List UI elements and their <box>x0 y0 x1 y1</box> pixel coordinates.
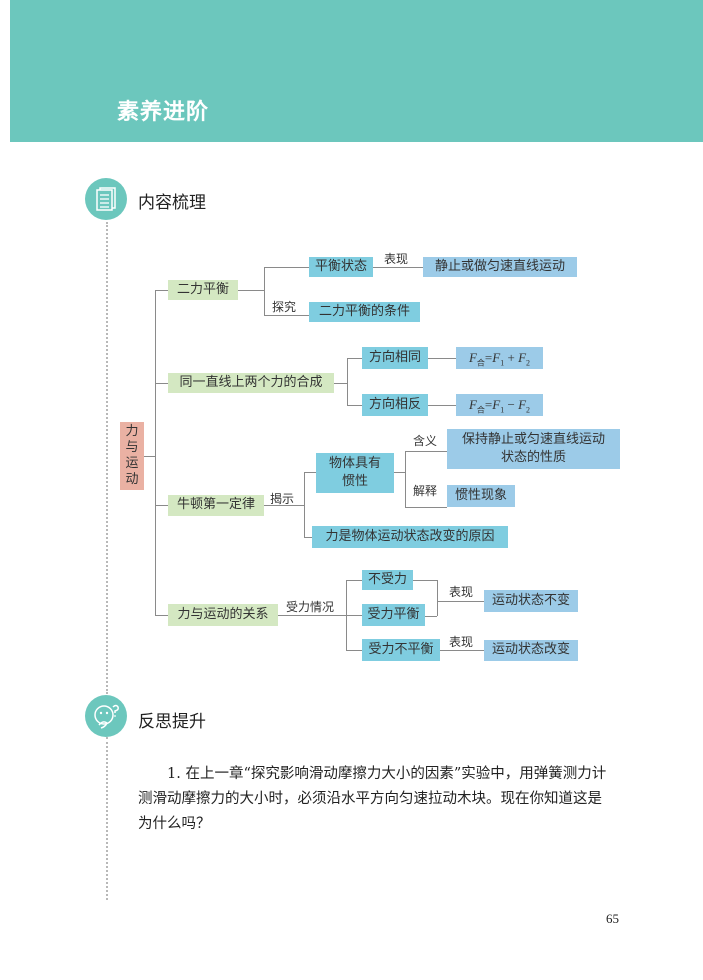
formula-symbol: F <box>518 397 527 412</box>
connector <box>347 358 362 359</box>
connector <box>413 580 437 581</box>
node-objects-have-inertia: 物体具有 惯性 <box>316 453 394 493</box>
connector <box>346 580 362 581</box>
node-line: 保持静止或匀速直线运动 <box>461 432 605 447</box>
connector <box>334 383 347 384</box>
node-unbalanced-forces: 受力不平衡 <box>362 639 440 661</box>
connector <box>405 507 447 508</box>
node-no-force: 不受力 <box>362 570 413 590</box>
formula-subscript: 2 <box>526 405 531 415</box>
node-equilibrium-state: 平衡状态 <box>309 257 373 277</box>
connector <box>304 472 305 537</box>
connector <box>155 615 168 616</box>
node-line: 物体具有 <box>328 456 381 471</box>
thinking-face-icon <box>85 695 127 737</box>
connector <box>155 290 168 291</box>
edge-label: 受力情况 <box>286 600 335 614</box>
banner-title: 素养进阶 <box>117 99 210 125</box>
question-1: 1. 在上一章“探究影响滑动摩擦力大小的因素”实验中，用弹簧测力计测滑动摩擦力的… <box>138 766 607 832</box>
connector <box>264 267 265 315</box>
connector <box>264 505 304 506</box>
leaf-inertia-meaning: 保持静止或匀速直线运动 状态的性质 <box>447 429 620 469</box>
edge-label: 含义 <box>413 434 438 448</box>
formula-subscript: 合 <box>476 405 485 415</box>
formula-subscript: 1 <box>500 405 505 415</box>
edge-label: 表现 <box>384 252 409 266</box>
connector <box>437 580 438 616</box>
section-title-content-review: 内容梳理 <box>138 193 206 213</box>
branch-force-motion-relation: 力与运动的关系 <box>168 604 278 626</box>
leaf-motion-unchanged: 运动状态不变 <box>484 590 578 612</box>
connector <box>405 451 406 507</box>
connector <box>304 537 312 538</box>
formula-operator: + <box>507 350 515 365</box>
edge-label: 探究 <box>272 300 297 314</box>
formula-subscript: 2 <box>526 358 531 368</box>
mindmap-root: 力与运动 <box>120 422 144 490</box>
formula-symbol: F <box>492 350 501 365</box>
connector <box>346 580 347 650</box>
edge-label: 表现 <box>449 585 474 599</box>
page-number: 65 <box>606 911 619 926</box>
formula-subscript: 合 <box>476 358 485 368</box>
formula-operator: = <box>484 350 493 365</box>
node-opposite-direction: 方向相反 <box>362 394 428 416</box>
node-force-changes-motion: 力是物体运动状态改变的原因 <box>312 526 508 548</box>
formula-symbol: F <box>492 397 501 412</box>
node-line: 状态的性质 <box>500 450 566 465</box>
connector <box>144 456 155 457</box>
node-same-direction: 方向相同 <box>362 347 428 369</box>
chapter-banner: 素养进阶 <box>10 0 703 142</box>
connector <box>428 358 456 359</box>
edge-label: 解释 <box>413 484 438 498</box>
edge-label: 揭示 <box>270 492 295 506</box>
leaf-rest-or-uniform-motion: 静止或做匀速直线运动 <box>423 257 577 277</box>
connector <box>238 290 264 291</box>
connector <box>155 383 168 384</box>
section-title-reflection: 反思提升 <box>138 712 206 732</box>
formula-symbol: F <box>518 350 527 365</box>
connector <box>405 451 447 452</box>
branch-two-force-balance: 二力平衡 <box>168 280 238 300</box>
timeline-dotted-line <box>106 737 108 900</box>
connector <box>394 472 405 473</box>
formula-sum: F合=F1 + F2 <box>456 347 543 369</box>
edge-label: 表现 <box>449 635 474 649</box>
formula-symbol: F <box>468 397 477 412</box>
connector <box>425 616 437 617</box>
leaf-inertia-phenomena: 惯性现象 <box>447 485 515 507</box>
node-balanced-forces: 受力平衡 <box>362 604 425 626</box>
timeline-dotted-line <box>106 222 108 694</box>
connector <box>278 615 362 616</box>
node-line: 惯性 <box>341 474 368 489</box>
connector <box>373 267 423 268</box>
node-balance-conditions: 二力平衡的条件 <box>309 302 420 322</box>
connector <box>304 472 316 473</box>
formula-difference: F合=F1 − F2 <box>456 394 543 416</box>
connector <box>346 650 362 651</box>
connector <box>155 505 168 506</box>
connector <box>264 315 309 316</box>
connector <box>437 601 484 602</box>
formula-symbol: F <box>468 350 477 365</box>
branch-force-composition: 同一直线上两个力的合成 <box>168 373 334 393</box>
connector <box>155 290 156 615</box>
branch-newtons-first-law: 牛顿第一定律 <box>168 495 264 516</box>
formula-operator: − <box>507 397 515 412</box>
formula-operator: = <box>484 397 493 412</box>
formula-subscript: 1 <box>500 358 505 368</box>
document-icon <box>85 178 127 220</box>
connector <box>347 358 348 405</box>
connector <box>428 405 456 406</box>
connector <box>440 650 484 651</box>
connector <box>264 267 309 268</box>
leaf-motion-changed: 运动状态改变 <box>484 640 578 661</box>
connector <box>347 405 362 406</box>
